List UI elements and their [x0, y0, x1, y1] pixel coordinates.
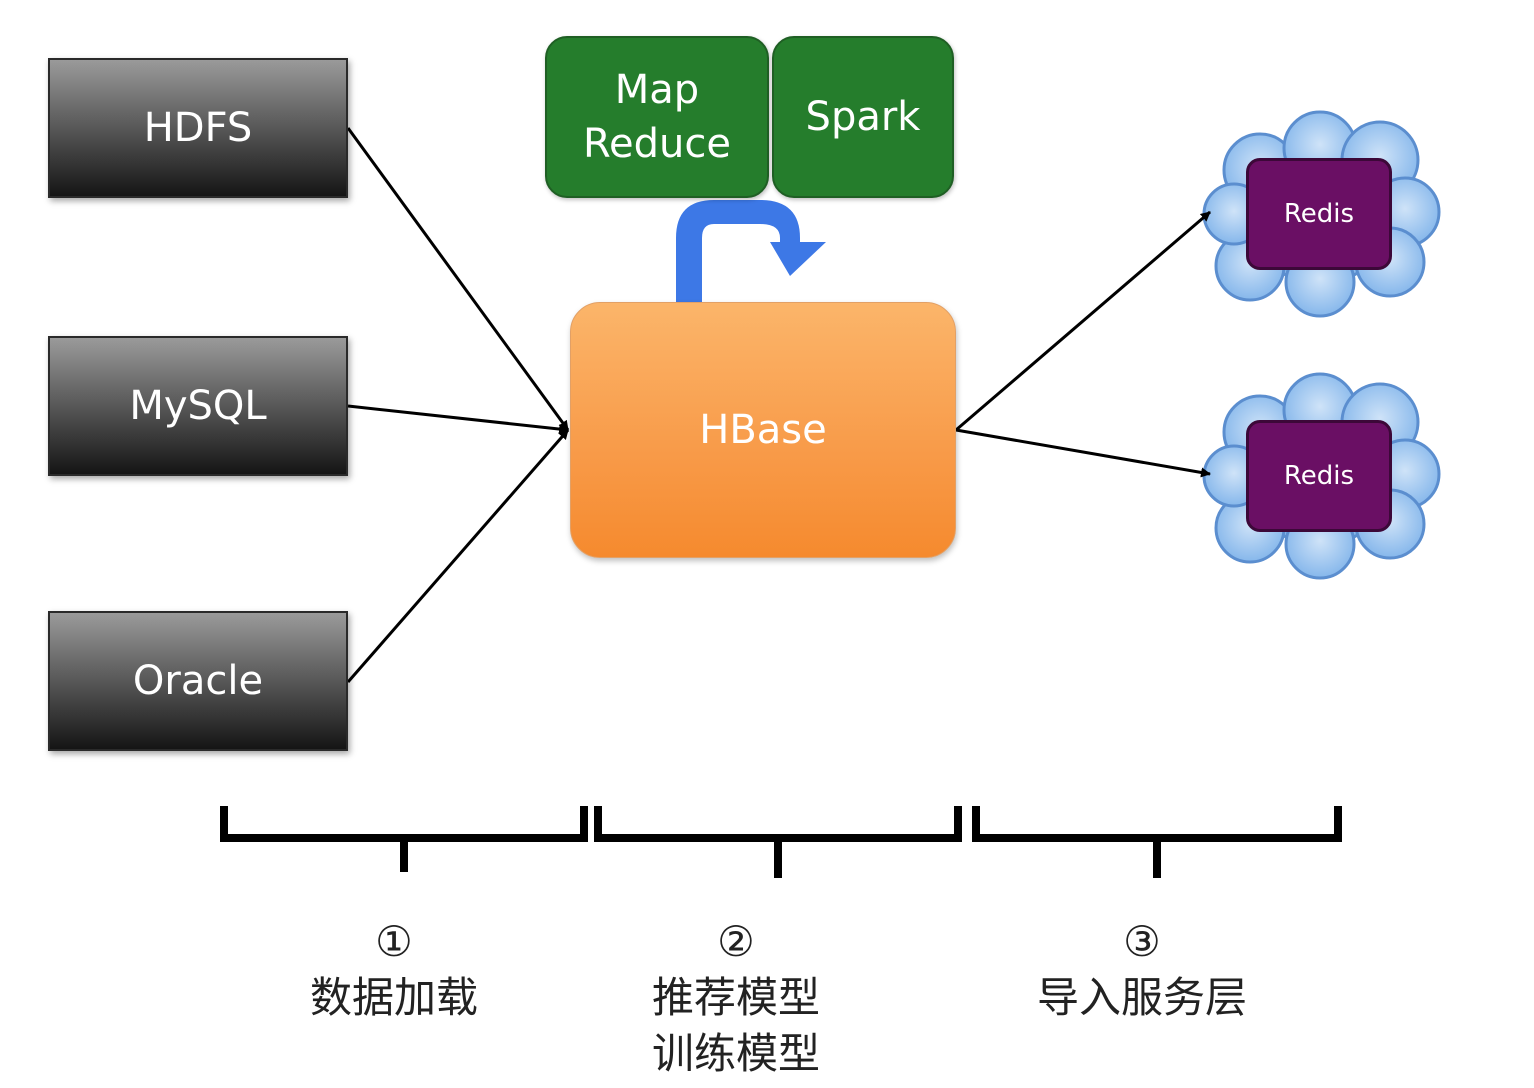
brace-stage-1	[220, 806, 588, 872]
arrow-hbase-to-redis-1	[955, 210, 1211, 432]
serving-redis-1: Redis	[1246, 158, 1392, 270]
stage-1-label: ① 数据加载	[284, 914, 504, 1026]
source-mysql: MySQL	[48, 336, 348, 476]
compute-spark: Spark	[772, 36, 954, 198]
storage-hbase: HBase	[570, 302, 956, 558]
stage-3-title: 导入服务层	[1036, 973, 1247, 1022]
stage-2-number: ②	[717, 917, 755, 966]
stage-1-number: ①	[375, 917, 413, 966]
serving-redis-2: Redis	[1246, 420, 1392, 532]
source-oracle: Oracle	[48, 611, 348, 751]
stage-2-title-line1: 推荐模型	[651, 973, 820, 1022]
stage-2-title-line2: 训练模型	[651, 1029, 820, 1078]
stage-3-label: ③ 导入服务层	[1012, 914, 1272, 1026]
arrow-hbase-to-redis-2	[955, 428, 1211, 478]
loop-arrow-icon	[676, 200, 826, 304]
stage-3-number: ③	[1123, 917, 1161, 966]
stage-1-title: 数据加载	[309, 973, 478, 1022]
source-hdfs: HDFS	[48, 58, 348, 198]
brace-stage-3	[972, 806, 1342, 878]
compute-mapreduce: Map Reduce	[545, 36, 769, 198]
mapreduce-label-line2: Reduce	[583, 121, 731, 167]
mapreduce-label-line1: Map	[614, 67, 700, 113]
arrow-oracle-to-hbase	[346, 429, 570, 683]
arrow-hdfs-to-hbase	[346, 127, 570, 431]
arrow-mysql-to-hbase	[347, 404, 569, 434]
stage-2-label: ② 推荐模型 训练模型	[626, 914, 846, 1082]
brace-stage-2	[594, 806, 962, 878]
